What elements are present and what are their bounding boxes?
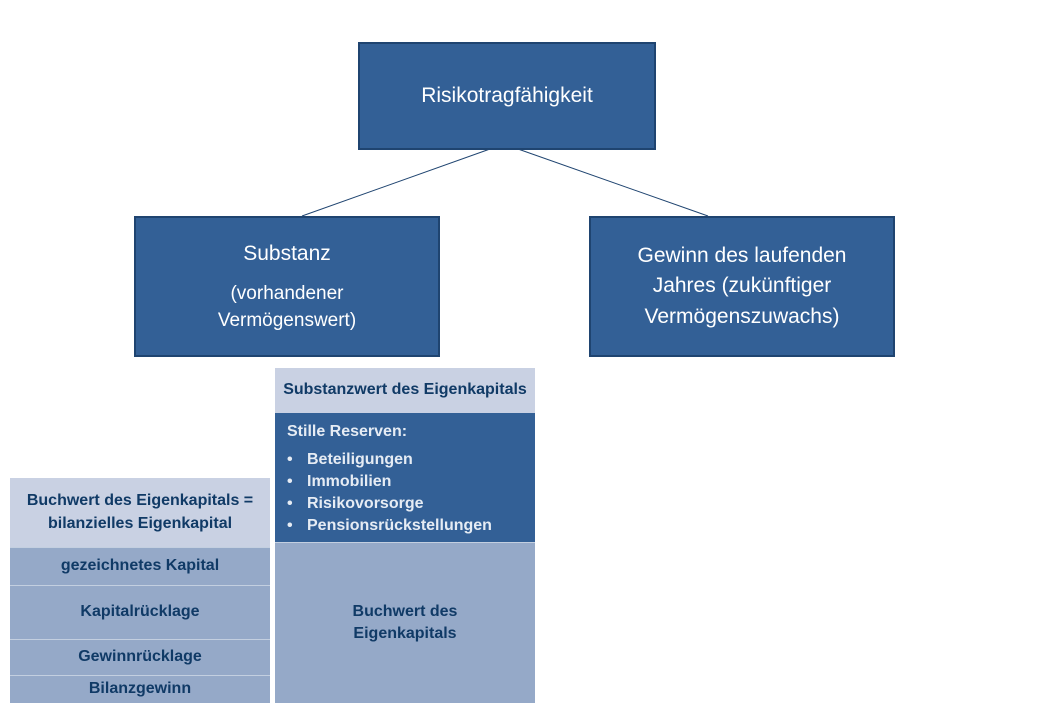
box-title: Risikotragfähigkeit <box>421 83 593 107</box>
box-subtitle: (vorhandener Vermögenswert) <box>217 283 357 331</box>
box-title: Substanz <box>243 241 331 265</box>
gewinn-box: Gewinn des laufenden Jahres (zukünftiger… <box>589 216 895 357</box>
list-item: Beteiligungen <box>287 449 523 471</box>
left-stack-row: gezeichnetes Kapital <box>10 547 270 585</box>
list-item: Risikovorsorge <box>287 493 523 515</box>
reserves-list: Beteiligungen Immobilien Risikovorsorge … <box>287 449 523 537</box>
risikotragfaehigkeit-box: Risikotragfähigkeit <box>358 42 656 150</box>
left-stack-row: Kapitalrücklage <box>10 585 270 639</box>
substanz-box: Substanz (vorhandener Vermögenswert) <box>134 216 440 357</box>
right-stack-header: Substanzwert des Eigenkapitals <box>275 368 535 413</box>
list-item: Pensionsrückstellungen <box>287 515 523 537</box>
left-stack-header: Buchwert des Eigenkapitals = bilanzielle… <box>10 478 270 547</box>
left-stack-row: Gewinnrücklage <box>10 639 270 675</box>
box-title: Gewinn des laufenden Jahres (zukünftiger… <box>637 243 847 328</box>
stille-reserven-box: Stille Reserven: Beteiligungen Immobilie… <box>275 413 535 542</box>
list-item: Immobilien <box>287 471 523 493</box>
reserves-title: Stille Reserven: <box>287 423 408 440</box>
buchwert-box: Buchwert des Eigenkapitals <box>275 542 535 703</box>
left-stack-row: Bilanzgewinn <box>10 675 270 703</box>
